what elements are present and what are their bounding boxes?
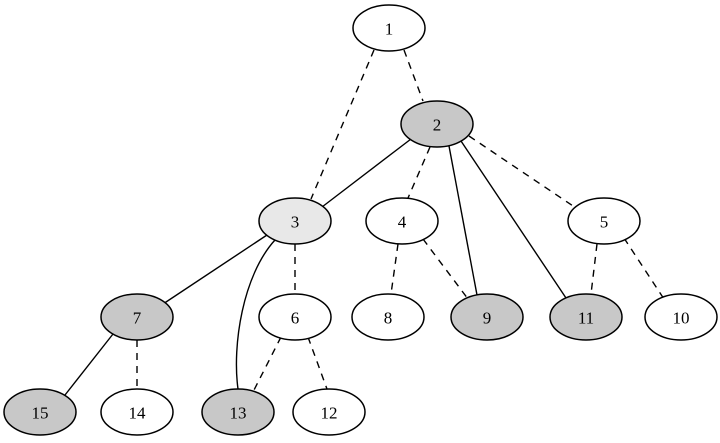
node-shape-6[interactable] xyxy=(258,293,332,341)
node-15[interactable]: 15 xyxy=(3,388,77,436)
node-label-11: 11 xyxy=(578,309,594,328)
edge-5-11 xyxy=(590,243,598,295)
node-shape-2[interactable] xyxy=(400,100,474,148)
node-label-3: 3 xyxy=(291,213,300,232)
node-shape-8[interactable] xyxy=(351,293,425,341)
node-label-14: 14 xyxy=(129,404,147,423)
node-2[interactable]: 2 xyxy=(400,100,474,148)
edge-6-13 xyxy=(252,336,282,393)
node-shape-9[interactable] xyxy=(450,293,524,341)
node-label-2: 2 xyxy=(433,116,442,135)
edge-3-13 xyxy=(235,239,276,390)
edges-layer xyxy=(64,49,665,396)
node-label-4: 4 xyxy=(398,213,407,232)
edge-2-3 xyxy=(321,138,412,208)
edge-2-4 xyxy=(407,146,431,199)
node-12[interactable]: 12 xyxy=(292,388,366,436)
node-label-1: 1 xyxy=(385,20,394,39)
node-11[interactable]: 11 xyxy=(549,293,623,341)
edge-6-12 xyxy=(307,336,328,390)
node-shape-11[interactable] xyxy=(549,293,623,341)
edge-2-9 xyxy=(448,145,478,296)
node-8[interactable]: 8 xyxy=(351,293,425,341)
node-label-9: 9 xyxy=(483,309,492,328)
node-4[interactable]: 4 xyxy=(365,197,439,245)
edge-3-7 xyxy=(162,234,268,305)
node-shape-5[interactable] xyxy=(567,197,641,245)
node-shape-7[interactable] xyxy=(100,293,174,341)
node-label-5: 5 xyxy=(600,213,609,232)
node-13[interactable]: 13 xyxy=(201,388,275,436)
node-shape-4[interactable] xyxy=(365,197,439,245)
node-label-6: 6 xyxy=(291,309,300,328)
node-14[interactable]: 14 xyxy=(100,388,174,436)
node-shape-10[interactable] xyxy=(644,293,718,341)
node-10[interactable]: 10 xyxy=(644,293,718,341)
edge-4-9 xyxy=(422,238,469,300)
node-label-10: 10 xyxy=(673,309,690,328)
node-label-13: 13 xyxy=(230,404,247,423)
node-shape-15[interactable] xyxy=(3,388,77,436)
node-shape-13[interactable] xyxy=(201,388,275,436)
edge-5-10 xyxy=(623,237,665,300)
edge-4-8 xyxy=(390,243,399,295)
node-3[interactable]: 3 xyxy=(258,197,332,245)
node-6[interactable]: 6 xyxy=(258,293,332,341)
node-shape-12[interactable] xyxy=(292,388,366,436)
node-1[interactable]: 1 xyxy=(352,4,426,52)
edge-2-5 xyxy=(468,135,577,209)
node-shape-1[interactable] xyxy=(352,4,426,52)
node-label-12: 12 xyxy=(321,404,338,423)
edge-1-2 xyxy=(403,49,424,102)
edge-2-11 xyxy=(460,140,567,299)
edge-7-15 xyxy=(64,333,114,396)
node-label-7: 7 xyxy=(133,309,142,328)
node-label-8: 8 xyxy=(384,309,393,328)
node-7[interactable]: 7 xyxy=(100,293,174,341)
edge-1-3 xyxy=(310,49,375,200)
node-5[interactable]: 5 xyxy=(567,197,641,245)
node-9[interactable]: 9 xyxy=(450,293,524,341)
node-shape-14[interactable] xyxy=(100,388,174,436)
node-shape-3[interactable] xyxy=(258,197,332,245)
node-label-15: 15 xyxy=(32,404,49,423)
